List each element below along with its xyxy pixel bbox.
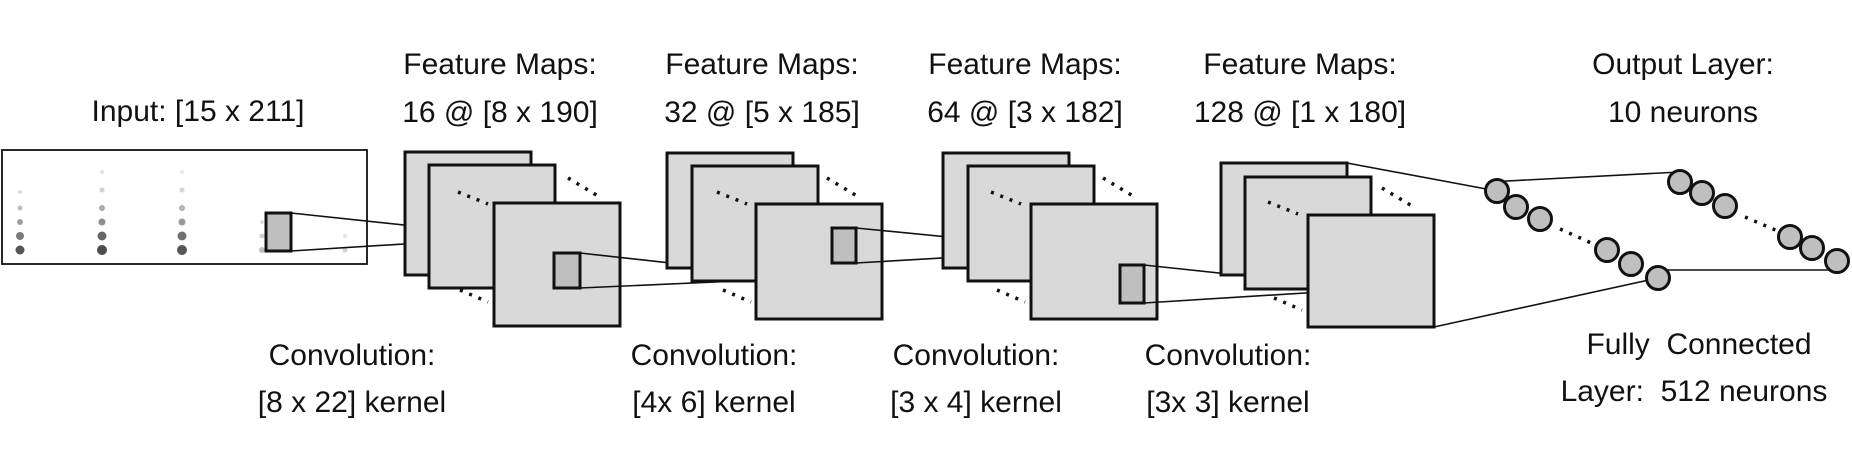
conv3-label-line2: [3 x 4] kernel [890, 386, 1062, 419]
fm4-label-line1: Feature Maps: [1203, 48, 1396, 81]
kernel-window-2 [830, 226, 858, 265]
fully-connected-layer [1346, 162, 1845, 328]
conv3-label-line1: Convolution: [893, 339, 1060, 372]
fm1-label-line1: Feature Maps: [403, 48, 596, 81]
input-image [1, 149, 368, 265]
fc-label-line1: Fully Connected [1586, 328, 1811, 361]
feature-maps-1 [403, 150, 806, 328]
conv4-label-line2: [3x 3] kernel [1146, 386, 1309, 419]
input-kernel-window [264, 211, 293, 253]
conv2-label-line2: [4x 6] kernel [632, 386, 795, 419]
kernel-window-3 [1118, 263, 1146, 305]
fm3-label-line2: 64 @ [3 x 182] [927, 96, 1123, 129]
conv1-label-line1: Convolution: [269, 339, 436, 372]
fc-label-line2: Layer: 512 neurons [1561, 375, 1828, 408]
output-label-line2: 10 neurons [1608, 96, 1758, 129]
fm2-label-line2: 32 @ [5 x 185] [664, 96, 860, 129]
kernel-window-1 [552, 251, 582, 290]
fm2-label-line1: Feature Maps: [665, 48, 858, 81]
feature-maps-4 [1219, 161, 1436, 329]
fm1-label-line2: 16 @ [8 x 190] [402, 96, 598, 129]
input-spots [15, 170, 348, 255]
conv2-label-line1: Convolution: [631, 339, 798, 372]
fm4-label-line2: 128 @ [1 x 180] [1194, 96, 1406, 129]
fm3-label-line1: Feature Maps: [928, 48, 1121, 81]
input-label: Input: [15 x 211] [92, 95, 305, 128]
feature-maps-3 [941, 151, 1370, 321]
feature-maps-2 [665, 151, 1082, 321]
conv1-label-line2: [8 x 22] kernel [258, 386, 446, 419]
conv4-label-line1: Convolution: [1145, 339, 1312, 372]
output-label-line1: Output Layer: [1592, 48, 1774, 81]
output-layer [1667, 169, 1850, 274]
